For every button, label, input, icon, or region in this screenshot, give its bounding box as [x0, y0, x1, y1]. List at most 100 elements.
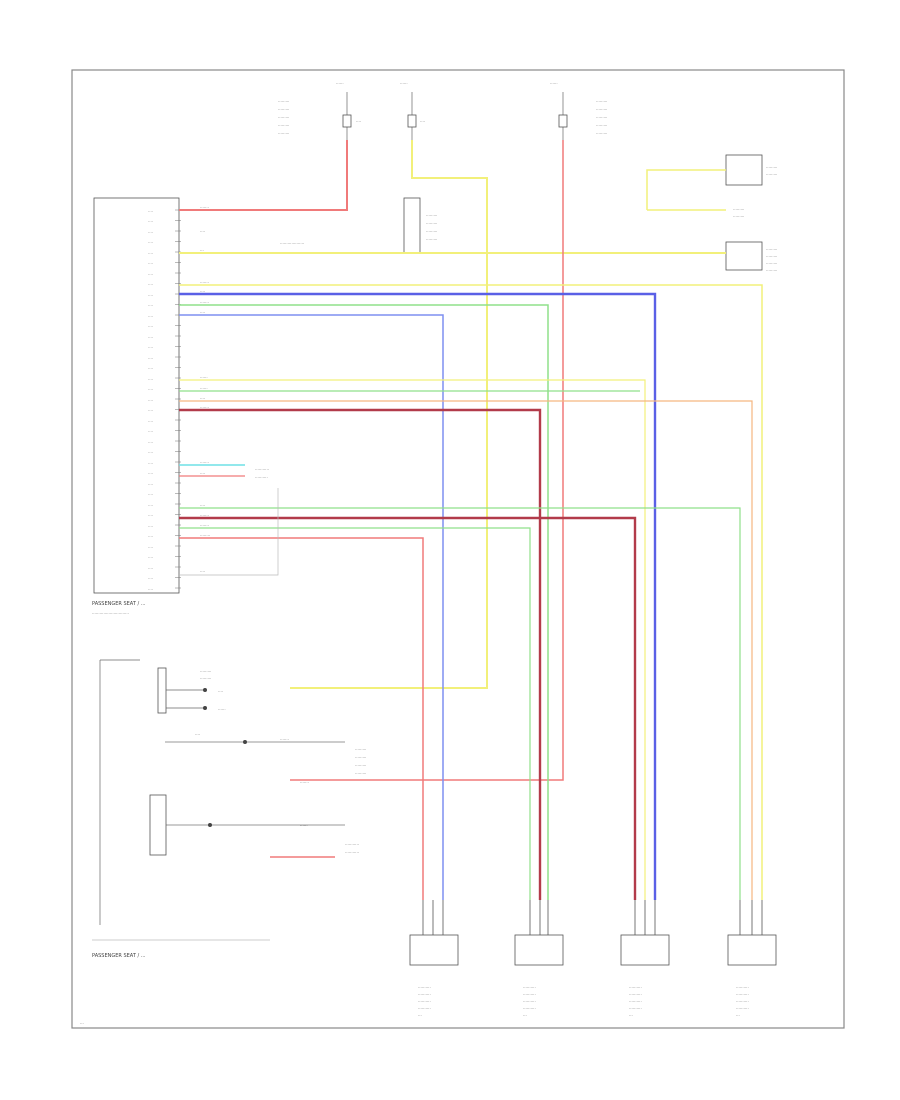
wire-labels: ....... .... ................... ... ...…	[200, 204, 304, 573]
svg-text:.......: .......	[200, 459, 209, 464]
svg-text:......: ......	[300, 822, 308, 827]
pin-label: ....	[148, 554, 153, 559]
svg-text:....: ....	[200, 395, 205, 400]
main-module: ........................................…	[92, 197, 181, 615]
svg-text:...........: ...........	[255, 466, 269, 471]
svg-text:.........: .........	[426, 228, 437, 233]
pin-label: ....	[148, 239, 153, 244]
svg-text:........: ........	[200, 532, 210, 537]
pin-label: ....	[148, 344, 153, 349]
pin-label: ....	[148, 218, 153, 223]
svg-text:.........: .........	[596, 106, 607, 111]
svg-text:..........: ..........	[736, 984, 749, 989]
wire-green-1	[179, 304, 549, 900]
pin-label: ....	[148, 533, 153, 538]
pin-label: ....	[148, 376, 153, 381]
pin-label: ....	[148, 208, 153, 213]
svg-text:..........: ..........	[523, 1005, 536, 1010]
pin-label: ....	[148, 407, 153, 412]
svg-text:.........: .........	[733, 206, 744, 211]
pin-label: ....	[148, 365, 153, 370]
svg-text:...................: ...................	[280, 240, 304, 245]
svg-text:.......: .......	[200, 512, 209, 517]
pin-label: ....	[148, 418, 153, 423]
svg-text:...: ...	[523, 1012, 527, 1017]
svg-text:.........: .........	[200, 675, 211, 680]
svg-text:......: ......	[336, 80, 344, 85]
pin-label: ....	[148, 460, 153, 465]
pin-label: ....	[148, 229, 153, 234]
svg-text:..........: ..........	[629, 984, 642, 989]
svg-text:......: ......	[218, 706, 226, 711]
wire-yellow-mid	[179, 379, 646, 900]
svg-text:.............................: .............................	[92, 610, 129, 615]
svg-text:.........: .........	[766, 260, 777, 265]
pin-label: ....	[148, 271, 153, 276]
wire-green-low-2	[179, 527, 531, 900]
svg-text:.........: .........	[200, 668, 211, 673]
svg-text:....: ....	[200, 568, 205, 573]
wire-green-low	[179, 507, 741, 900]
wire-yellow-far-right	[179, 284, 763, 900]
svg-text:.........: .........	[278, 130, 289, 135]
fuse-block-1: ...... ......... ......... ......... ...…	[278, 80, 361, 140]
svg-text:.......: .......	[200, 404, 209, 409]
fuse-block-3: ...... ......... ......... ......... ...…	[550, 80, 607, 140]
footer-label: ...	[80, 1020, 84, 1025]
wire-blue-1	[179, 292, 657, 900]
svg-text:...: ...	[736, 1012, 740, 1017]
pin-label: ....	[148, 502, 153, 507]
svg-text:......: ......	[550, 80, 558, 85]
junction-connector: ......... ......... ......... .........	[403, 197, 437, 254]
svg-text:..........: ..........	[418, 991, 431, 996]
main-module-label: PASSENGER SEAT / ...	[92, 601, 146, 607]
svg-text:.......: .......	[200, 204, 209, 209]
svg-text:.......: .......	[200, 279, 209, 284]
pin-label: ....	[148, 575, 153, 580]
svg-text:..........: ..........	[523, 991, 536, 996]
wire-yellow-vertical	[290, 140, 488, 689]
wire-yellow-top-right	[646, 169, 726, 210]
svg-text:..........: ..........	[629, 1005, 642, 1010]
svg-text:.........: .........	[596, 114, 607, 119]
svg-text:......: ......	[400, 80, 408, 85]
svg-text:.......: .......	[200, 299, 209, 304]
svg-text:....: ....	[420, 118, 425, 123]
occupant-switch-box: ......... ......... .... ...... .... ...…	[92, 659, 366, 959]
wire-red-fuse3	[290, 140, 564, 781]
svg-text:.........: .........	[596, 130, 607, 135]
wire-darkred-1	[179, 408, 542, 900]
svg-text:......: ......	[200, 385, 208, 390]
svg-text:..........: ..........	[736, 991, 749, 996]
wire-orange	[179, 400, 753, 900]
svg-text:.........: .........	[355, 746, 366, 751]
wire-gray-mid	[179, 488, 279, 576]
svg-text:.........: .........	[278, 98, 289, 103]
pin-label: ....	[148, 481, 153, 486]
svg-text:.......: .......	[300, 779, 309, 784]
pin-label: ....	[148, 281, 153, 286]
pin-label: ....	[148, 470, 153, 475]
svg-text:.........: .........	[278, 122, 289, 127]
svg-text:....: ....	[200, 309, 205, 314]
speaker-b: .......... .......... .......... .......…	[514, 934, 564, 1017]
svg-text:....: ....	[195, 731, 200, 736]
pin-label: ....	[148, 428, 153, 433]
wire-red-low	[179, 537, 424, 900]
wire-red-1	[179, 140, 348, 211]
svg-text:.........: .........	[426, 236, 437, 241]
svg-text:..........: ..........	[629, 991, 642, 996]
svg-text:.........: .........	[766, 246, 777, 251]
svg-text:......: ......	[200, 374, 208, 379]
svg-text:....: ....	[218, 688, 223, 693]
svg-text:...........: ...........	[345, 841, 359, 846]
svg-text:..........: ..........	[523, 984, 536, 989]
svg-text:.........: .........	[426, 212, 437, 217]
pin-label: ....	[148, 334, 153, 339]
svg-text:.........: .........	[596, 98, 607, 103]
pin-label: ....	[148, 449, 153, 454]
pin-label: ....	[148, 313, 153, 318]
svg-text:.........: .........	[766, 171, 777, 176]
component-top-right-2: ......... .........	[733, 206, 744, 218]
svg-text:....: ....	[200, 228, 205, 233]
